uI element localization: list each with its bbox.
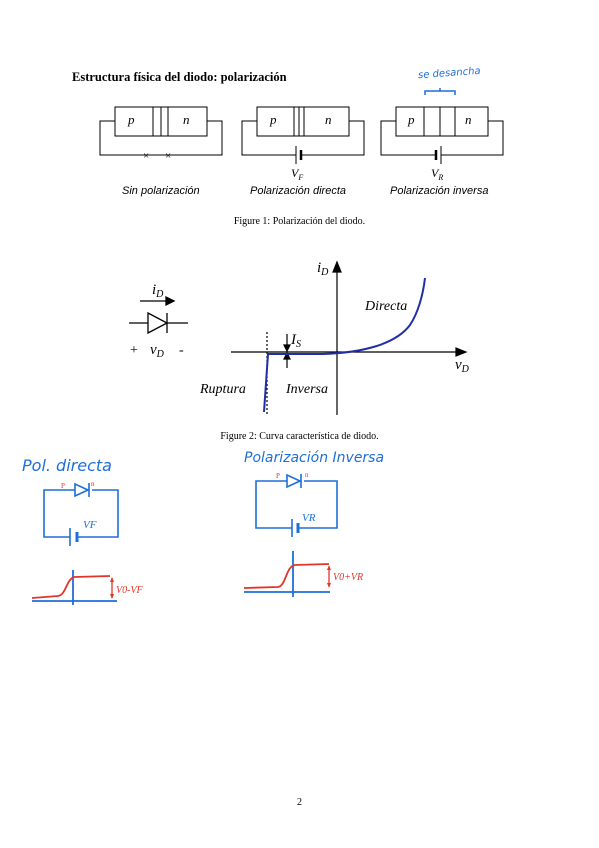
n-label: n bbox=[465, 112, 472, 127]
band-curve bbox=[243, 563, 330, 589]
p-label: p bbox=[127, 112, 135, 127]
caption-sin-polarizacion: Sin polarización bbox=[122, 185, 200, 197]
voltage-label: vD bbox=[150, 342, 165, 360]
section-heading: Estructura física del diodo: polarizació… bbox=[72, 70, 287, 84]
external-wire bbox=[99, 120, 223, 156]
diode-icon bbox=[286, 473, 302, 489]
region-directa-label: Directa bbox=[364, 299, 407, 314]
delta-label: V0+VR bbox=[333, 572, 363, 583]
n-label: n bbox=[325, 112, 332, 127]
p-label: P bbox=[276, 472, 280, 480]
diode-icon bbox=[74, 482, 90, 498]
p-label: p bbox=[407, 112, 415, 127]
n-label: n bbox=[305, 471, 309, 479]
x-axis-label: vD bbox=[455, 357, 470, 375]
open-mark-icon: × bbox=[165, 150, 171, 162]
vr-note: VR bbox=[302, 512, 316, 524]
p-label: P bbox=[61, 482, 65, 490]
plus-sign: + bbox=[130, 343, 138, 358]
n-label: n bbox=[91, 480, 95, 488]
figure-2-caption: Figure 2: Curva característica de diodo. bbox=[220, 431, 379, 442]
caption-polarizacion-inversa: Polarización inversa bbox=[390, 185, 489, 197]
region-ruptura-label: Ruptura bbox=[199, 382, 246, 397]
right-circuit bbox=[255, 473, 338, 537]
minus-sign: - bbox=[179, 343, 184, 358]
y-axis-label: iD bbox=[317, 260, 329, 278]
diode-symbol bbox=[129, 295, 188, 335]
delta-label: V0-VF bbox=[116, 585, 144, 596]
band-curve bbox=[31, 575, 111, 599]
is-label: IS bbox=[290, 332, 301, 350]
note-right-title: Polarización Inversa bbox=[244, 450, 385, 466]
p-label: p bbox=[269, 112, 277, 127]
figure-1-caption: Figure 1: Polarización del diodo. bbox=[233, 216, 366, 227]
current-label: iD bbox=[152, 282, 164, 300]
iv-curve bbox=[263, 277, 426, 413]
region-inversa-label: Inversa bbox=[285, 382, 328, 397]
vf-note: VF bbox=[83, 519, 97, 531]
vr-label: VR bbox=[431, 166, 443, 182]
panel-polarizacion-directa: p n VF bbox=[241, 106, 365, 182]
diode-icon bbox=[147, 311, 169, 335]
vf-label: VF bbox=[291, 166, 303, 182]
page-number: 2 bbox=[297, 797, 302, 808]
note-left-title: Pol. directa bbox=[22, 456, 112, 475]
left-circuit bbox=[43, 482, 119, 546]
open-mark-icon: × bbox=[143, 150, 149, 162]
panel-sin-polarizacion: p n × × bbox=[99, 106, 223, 162]
panel-polarizacion-inversa: p n VR bbox=[380, 88, 504, 182]
caption-polarizacion-directa: Polarización directa bbox=[250, 185, 346, 197]
n-label: n bbox=[183, 112, 190, 127]
